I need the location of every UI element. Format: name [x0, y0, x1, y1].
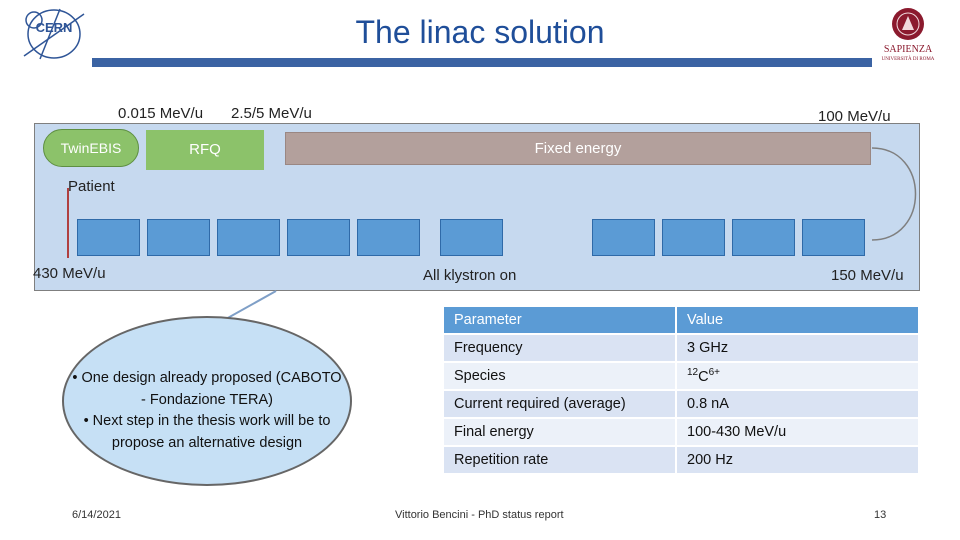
klystron-block: [732, 219, 795, 256]
fixed-energy-section: Fixed energy: [285, 132, 871, 165]
title-divider: [92, 58, 872, 67]
klystron-block: [217, 219, 280, 256]
header-parameter: Parameter: [444, 307, 677, 333]
species-value: 12C6+: [677, 363, 918, 389]
return-arc: [871, 147, 917, 241]
table-row: Current required (average) 0.8 nA: [444, 391, 918, 417]
note-bullet: • Next step in the thesis work will be t…: [83, 413, 331, 451]
klystron-block: [802, 219, 865, 256]
klystron-block: [440, 219, 503, 256]
energy-150-label: 150 MeV/u: [831, 267, 904, 284]
klystron-block: [592, 219, 655, 256]
twinebis-source: TwinEBIS: [43, 129, 139, 167]
energy-ebis-label: 0.015 MeV/u: [118, 105, 204, 122]
rfq-block: RFQ: [146, 130, 264, 170]
klystron-block: [147, 219, 210, 256]
table-header: Parameter Value: [444, 307, 918, 333]
note-bubble: [62, 316, 352, 486]
klystron-block: [77, 219, 140, 256]
slide-number: 13: [874, 509, 887, 521]
sapienza-logo: SAPIENZA UNIVERSITÀ DI ROMA: [878, 4, 938, 64]
note-text: • One design already proposed (CABOTO - …: [72, 368, 342, 454]
energy-top-label: 100 MeV/u: [818, 108, 891, 125]
svg-text:UNIVERSITÀ DI ROMA: UNIVERSITÀ DI ROMA: [882, 56, 935, 62]
cern-logo: CERN: [20, 4, 88, 64]
svg-text:CERN: CERN: [36, 20, 73, 35]
header-value: Value: [677, 307, 918, 333]
table-row: Frequency 3 GHz: [444, 335, 918, 361]
klystron-block: [357, 219, 420, 256]
note-bullet: • One design already proposed (CABOTO - …: [72, 370, 342, 408]
table-row: Final energy 100-430 MeV/u: [444, 419, 918, 445]
patient-line: [67, 188, 69, 258]
footer-date: 6/14/2021: [72, 509, 121, 521]
svg-text:SAPIENZA: SAPIENZA: [884, 44, 933, 55]
footer-center: Vittorio Bencini - PhD status report: [395, 509, 564, 521]
klystron-label: All klystron on: [423, 267, 517, 284]
slide-title: The linac solution: [355, 14, 605, 50]
energy-rfq-label: 2.5/5 MeV/u: [231, 105, 312, 122]
table-row: Repetition rate 200 Hz: [444, 447, 918, 473]
table-row: Species 12C6+: [444, 363, 918, 389]
parameters-table: Parameter Value Frequency 3 GHz Species …: [444, 305, 918, 475]
klystron-block: [287, 219, 350, 256]
patient-label: Patient: [68, 178, 115, 195]
energy-final-label: 430 MeV/u: [33, 265, 106, 282]
klystron-block: [662, 219, 725, 256]
